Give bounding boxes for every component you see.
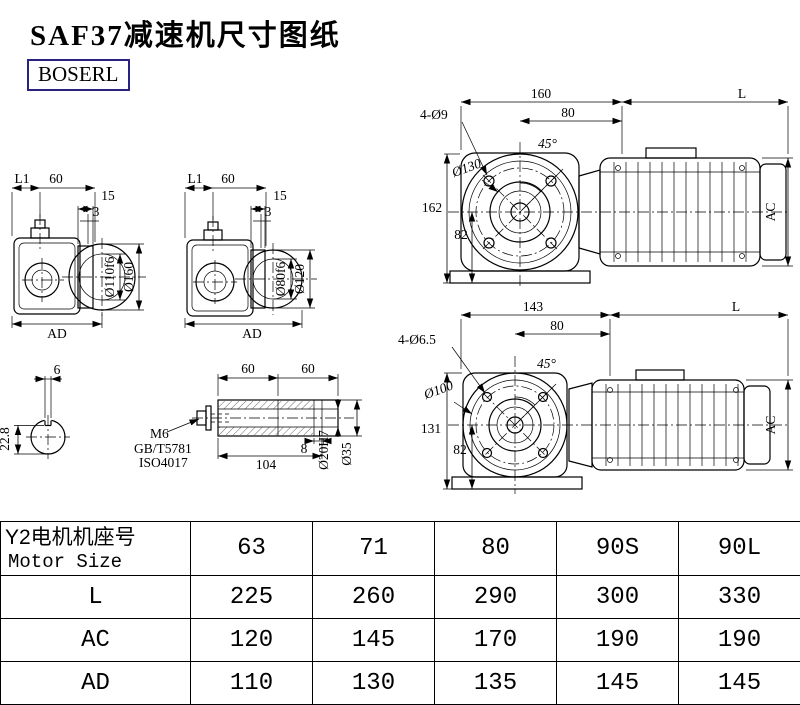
dim-flange-a: Ø160 bbox=[121, 262, 136, 292]
label-thread: M6 bbox=[150, 426, 169, 441]
table-cell: 190 bbox=[556, 618, 679, 662]
table-row-AD: AD 110 130 135 145 145 bbox=[0, 661, 800, 705]
table-cell-size-90l: 90L bbox=[678, 521, 800, 576]
table-header-row: Y2电机机座号 Motor Size 63 71 80 90S 90L bbox=[0, 521, 800, 576]
dim-80-a: 80 bbox=[561, 105, 575, 120]
brand-logo: BOSERL bbox=[27, 59, 130, 91]
dim-15-a: 15 bbox=[101, 188, 115, 203]
table-cell: 110 bbox=[190, 661, 313, 705]
motor-size-label-en: Motor Size bbox=[8, 550, 123, 573]
dim-60-a: 60 bbox=[49, 171, 63, 186]
dim-3-a: 3 bbox=[93, 204, 100, 219]
brand-logo-text: BOSERL bbox=[38, 62, 119, 86]
label-standard-gb: GB/T5781 bbox=[134, 441, 192, 456]
table-cell-size-63: 63 bbox=[190, 521, 313, 576]
dimension-table: Y2电机机座号 Motor Size 63 71 80 90S 90L L 22… bbox=[0, 521, 800, 705]
table-cell-size-90s: 90S bbox=[556, 521, 679, 576]
dim-keyway-depth: 22.8 bbox=[0, 427, 12, 451]
table-cell: 135 bbox=[434, 661, 557, 705]
dim-L-b: L bbox=[732, 299, 740, 314]
dim-ac-b: AC bbox=[763, 416, 778, 435]
dim-keyway-width: 6 bbox=[54, 362, 61, 377]
table-cell: 190 bbox=[678, 618, 800, 662]
row-label-AD: AD bbox=[0, 661, 191, 705]
dim-ac-a: AC bbox=[763, 203, 778, 222]
dim-60-b: 60 bbox=[221, 171, 235, 186]
table-cell: 145 bbox=[312, 618, 435, 662]
dim-45-a: 45° bbox=[538, 136, 558, 151]
view-key-section: 6 22.8 bbox=[0, 362, 70, 459]
dim-holes-a: 4-Ø9 bbox=[420, 107, 448, 122]
table-cell: 260 bbox=[312, 575, 435, 619]
motor-size-header-cell: Y2电机机座号 Motor Size bbox=[0, 521, 191, 576]
page-title: SAF37减速机尺寸图纸 bbox=[30, 20, 341, 52]
label-standard-iso: ISO4017 bbox=[139, 455, 188, 470]
dim-spigot-a: Ø110f6 bbox=[102, 256, 117, 297]
dim-82-a: 82 bbox=[454, 227, 468, 242]
dim-seg2: 60 bbox=[301, 361, 315, 376]
view-shaft-detail: 60 60 M6 GB/T5781 ISO4017 8 104 Ø20H7 Ø3… bbox=[134, 361, 362, 472]
table-cell: 225 bbox=[190, 575, 313, 619]
dim-bore: Ø20H7 bbox=[316, 430, 331, 470]
dim-131: 131 bbox=[421, 421, 441, 436]
dim-162: 162 bbox=[422, 200, 442, 215]
row-label-AC: AC bbox=[0, 618, 191, 662]
dim-45-b: 45° bbox=[537, 356, 557, 371]
table-cell: 145 bbox=[556, 661, 679, 705]
dim-80-b: 80 bbox=[550, 318, 564, 333]
view-side-b: L1 60 15 3 Ø80f6 Ø120 AD bbox=[184, 171, 317, 341]
dim-3-b: 3 bbox=[265, 204, 272, 219]
dim-flange-b: Ø120 bbox=[292, 264, 307, 294]
dim-160: 160 bbox=[531, 88, 552, 101]
dim-104: 104 bbox=[256, 457, 277, 472]
dim-ad-a: AD bbox=[47, 326, 67, 341]
table-row-L: L 225 260 290 300 330 bbox=[0, 575, 800, 619]
table-cell: 145 bbox=[678, 661, 800, 705]
dim-L-a: L bbox=[738, 88, 746, 101]
dim-boltcircle-b: Ø100 bbox=[421, 378, 455, 403]
table-cell: 290 bbox=[434, 575, 557, 619]
motor-size-label-cn: Y2电机机座号 bbox=[5, 525, 136, 549]
table-cell: 330 bbox=[678, 575, 800, 619]
dim-l1-a: L1 bbox=[15, 171, 30, 186]
technical-drawing: L1 60 15 3 Ø110f6 Ø160 AD bbox=[0, 88, 793, 494]
view-front-a: 160 L 80 4-Ø9 45° Ø130 162 82 AC bbox=[420, 88, 793, 288]
row-label-L: L bbox=[0, 575, 191, 619]
table-cell: 170 bbox=[434, 618, 557, 662]
dim-groove-8: 8 bbox=[301, 441, 308, 456]
table-cell-size-71: 71 bbox=[312, 521, 435, 576]
table-cell: 300 bbox=[556, 575, 679, 619]
dim-holes-b: 4-Ø6.5 bbox=[398, 332, 436, 347]
dim-seg1: 60 bbox=[241, 361, 255, 376]
table-cell: 120 bbox=[190, 618, 313, 662]
dim-od-35: Ø35 bbox=[339, 442, 354, 465]
dim-82-b: 82 bbox=[453, 442, 467, 457]
view-side-a: L1 60 15 3 Ø110f6 Ø160 AD bbox=[11, 171, 146, 341]
table-cell: 130 bbox=[312, 661, 435, 705]
dim-15-b: 15 bbox=[273, 188, 287, 203]
dim-143: 143 bbox=[523, 299, 544, 314]
table-row-AC: AC 120 145 170 190 190 bbox=[0, 618, 800, 662]
dim-boltcircle-a: Ø130 bbox=[449, 156, 483, 181]
view-front-b: 143 L 80 4-Ø6.5 45° Ø100 131 82 AC bbox=[398, 299, 793, 494]
dim-spigot-b: Ø80f6 bbox=[273, 262, 288, 297]
dim-l1-b: L1 bbox=[188, 171, 203, 186]
dim-ad-b: AD bbox=[242, 326, 262, 341]
table-cell-size-80: 80 bbox=[434, 521, 557, 576]
